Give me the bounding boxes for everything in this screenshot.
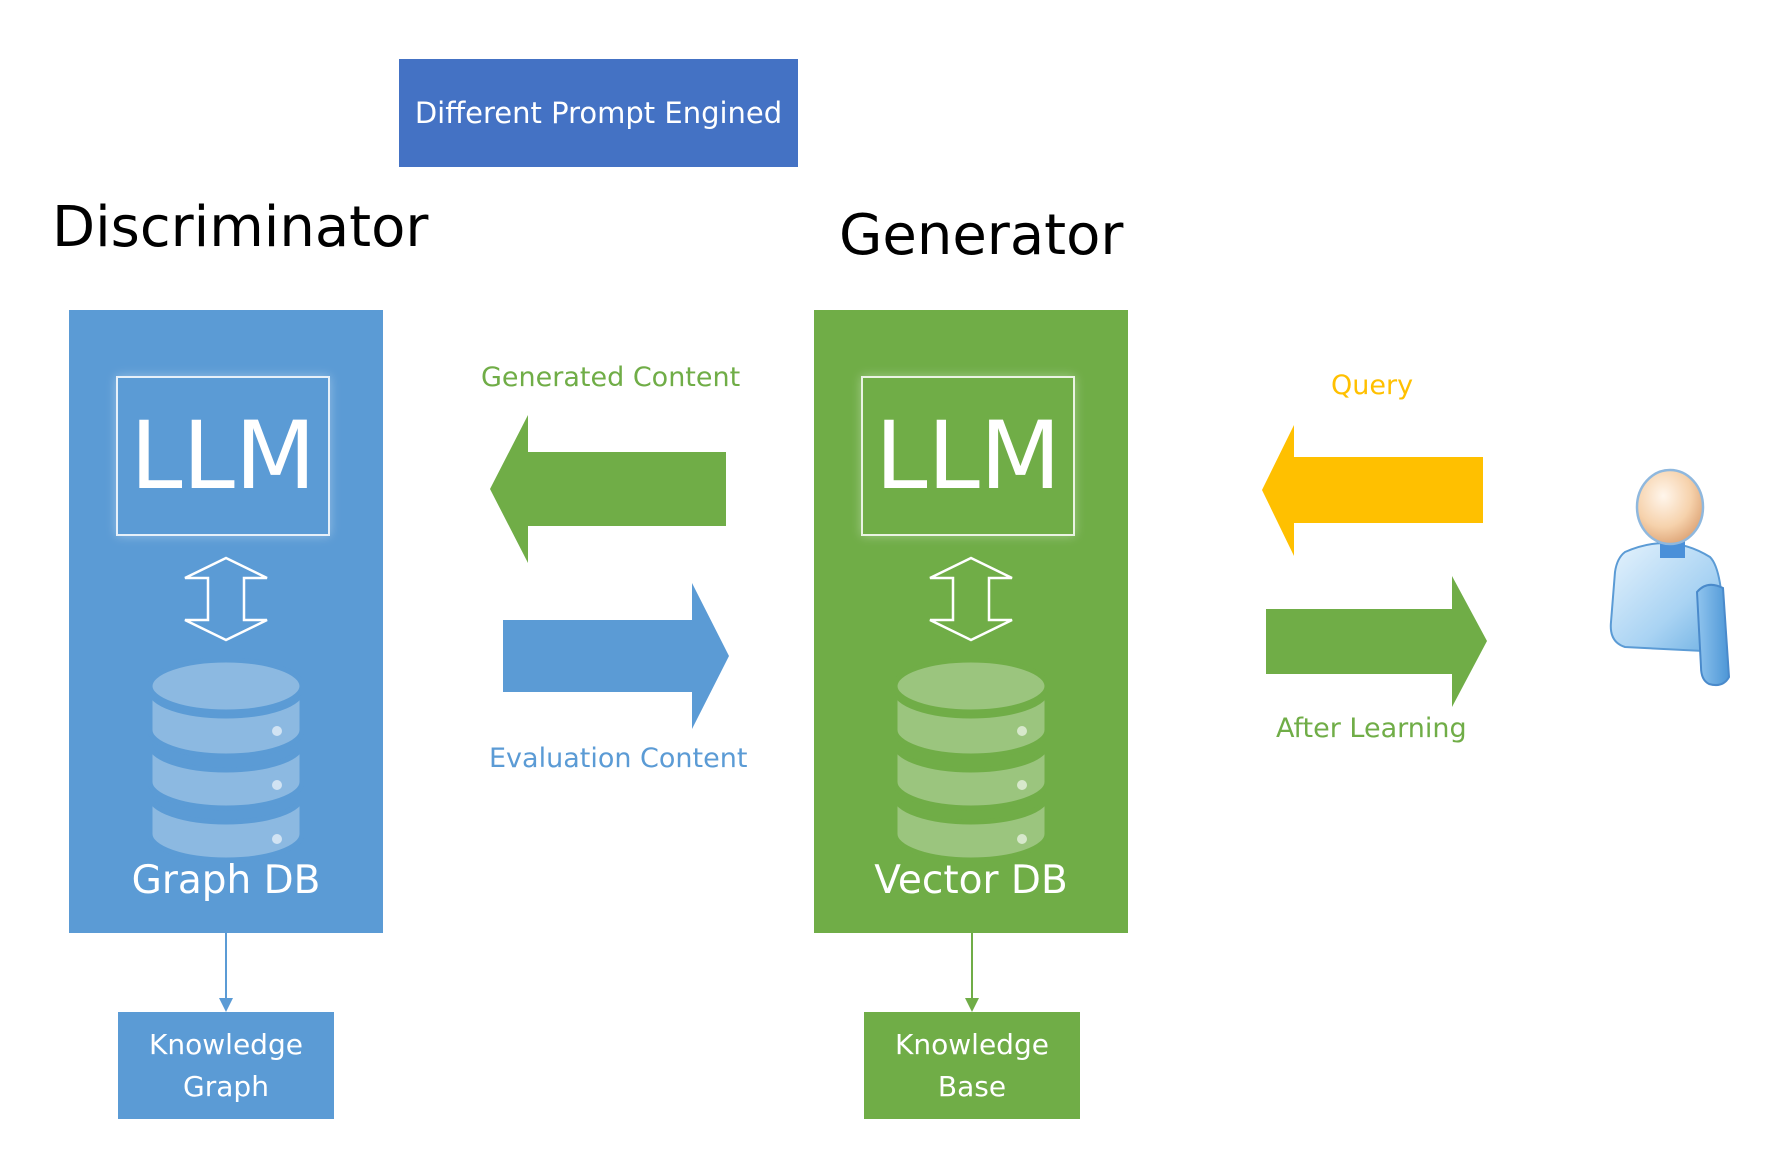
evaluation-content-label: Evaluation Content <box>489 743 748 774</box>
discriminator-title: Discriminator <box>52 195 429 260</box>
knowledge-graph-line-2: Graph <box>183 1069 269 1103</box>
banner-label: Different Prompt Engined <box>414 96 783 130</box>
knowledge-graph-line-1: Knowledge <box>149 1027 303 1061</box>
generator-title: Generator <box>839 203 1124 268</box>
generator-llm-box: LLM <box>861 376 1075 536</box>
double-arrow-icon <box>929 556 1013 642</box>
query-label: Query <box>1331 370 1414 401</box>
knowledge-base-line-2: Base <box>937 1069 1007 1103</box>
generated-content-label: Generated Content <box>481 362 741 393</box>
prompt-engine-banner: Different Prompt Engined <box>399 59 798 167</box>
evaluation-content-arrow <box>503 583 729 729</box>
knowledge-graph-box: Knowledge Graph <box>118 1012 334 1119</box>
knowledge-base-box: Knowledge Base <box>864 1012 1080 1119</box>
discriminator-llm-label: LLM <box>130 401 316 511</box>
database-icon <box>148 658 304 862</box>
user-icon <box>1609 468 1731 687</box>
discriminator-panel: LLM Graph DB <box>69 310 383 933</box>
generated-content-arrow <box>490 415 726 563</box>
generator-panel: LLM Vector DB <box>814 310 1128 933</box>
vector-db-label: Vector DB <box>874 858 1068 903</box>
knowledge-base-line-1: Knowledge <box>895 1027 1049 1061</box>
after-learning-label: After Learning <box>1276 713 1467 744</box>
generator-llm-label: LLM <box>875 401 1061 511</box>
discriminator-llm-box: LLM <box>116 376 330 536</box>
after-learning-arrow <box>1266 576 1487 707</box>
database-icon <box>893 658 1049 862</box>
query-arrow <box>1262 425 1483 556</box>
double-arrow-icon <box>184 556 268 642</box>
graph-db-label: Graph DB <box>131 858 321 903</box>
